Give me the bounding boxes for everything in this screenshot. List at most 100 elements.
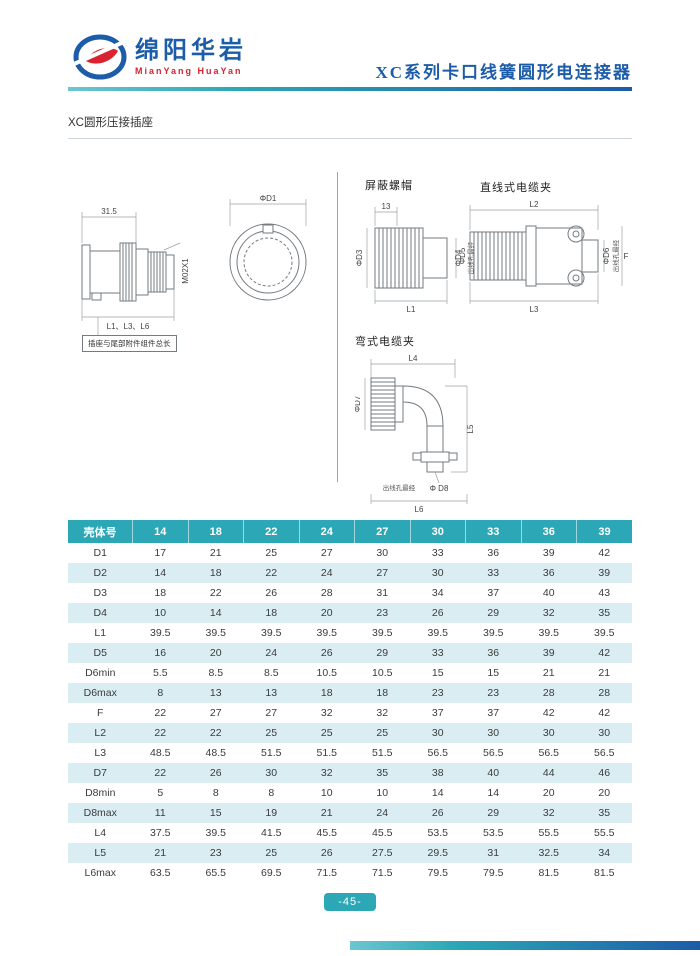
- dim-l3: L3: [530, 305, 539, 314]
- spec-cell: 32: [299, 763, 355, 783]
- spec-cell: 25: [354, 723, 410, 743]
- page-footer: -45-: [68, 892, 632, 911]
- spec-cell: 20: [299, 603, 355, 623]
- dim-d4: ΦD4: [454, 249, 463, 266]
- spec-cell: 30: [376, 547, 389, 559]
- spec-cell: 20: [188, 643, 244, 663]
- spec-cell: 33: [465, 563, 521, 583]
- dim-wire-hole-note: 出线孔最经: [383, 483, 416, 492]
- spec-cell: 38: [410, 763, 466, 783]
- spec-cell: 51.5: [261, 747, 282, 759]
- spec-cell: 33: [431, 547, 444, 559]
- spec-cell: 10.5: [316, 667, 337, 679]
- spec-cell: 18: [299, 683, 355, 703]
- spec-cell: 20: [542, 787, 555, 799]
- col-header-size: 14: [132, 520, 189, 543]
- spec-cell: 39.5: [205, 627, 226, 639]
- spec-cell: 21: [598, 667, 611, 679]
- spec-cell: 18: [188, 563, 244, 583]
- page-number-badge: -45-: [324, 893, 376, 911]
- figure-title-shield-nut: 屏蔽螺帽: [365, 180, 413, 192]
- dim-thread: M02X1: [181, 258, 190, 284]
- spec-cell: 30: [465, 723, 521, 743]
- spec-cell: 22: [188, 723, 244, 743]
- spec-cell: 10: [132, 603, 188, 623]
- figure-side-view: 31.5 M02X1 L1、L3、L6 插座与尾部附件组件总长: [74, 205, 274, 352]
- spec-cell: 48.5: [205, 747, 226, 759]
- spec-cell: 39.5: [205, 827, 226, 839]
- spec-cell: 39.5: [483, 627, 504, 639]
- row-label: D7: [68, 763, 133, 783]
- spec-cell: 37.5: [150, 827, 171, 839]
- spec-cell: 32: [521, 803, 577, 823]
- spec-cell: 56.5: [538, 747, 559, 759]
- dim-d3: ΦD3: [355, 249, 364, 266]
- spec-cell: 22: [154, 707, 167, 719]
- spec-cell: 30: [576, 723, 632, 743]
- spec-cell: 34: [576, 843, 632, 863]
- spec-cell: 8: [132, 683, 188, 703]
- bent-clamp-drawing: L4 ΦD7 L5 出线孔最经 Φ D8: [353, 354, 475, 514]
- row-label: L6max: [84, 867, 116, 879]
- spec-cell: 44: [521, 763, 577, 783]
- spec-cell: 23: [410, 683, 466, 703]
- figure-bent-clamp: L4 ΦD7 L5 出线孔最经 Φ D8: [353, 352, 495, 519]
- dim-l2: L2: [530, 200, 539, 209]
- spec-cell: 10: [320, 787, 333, 799]
- spec-cell: 36: [521, 563, 577, 583]
- dim-d5: ΦD5: [460, 247, 467, 264]
- spec-cell: 24: [299, 563, 355, 583]
- spec-cell: 27: [265, 707, 278, 719]
- spec-cell: 45.5: [316, 827, 337, 839]
- spec-cell: 30: [410, 723, 466, 743]
- figure-title-straight-clamp: 直线式电缆夹: [480, 182, 552, 194]
- dim-l4: L4: [409, 354, 418, 363]
- spec-cell: 40: [465, 763, 521, 783]
- spec-cell: 25: [243, 723, 299, 743]
- col-header-size: 18: [188, 520, 244, 543]
- spec-cell: 71.5: [316, 867, 337, 879]
- spec-cell: 55.5: [594, 827, 615, 839]
- spec-cell: 39.5: [372, 627, 393, 639]
- spec-cell: 29: [465, 603, 521, 623]
- spec-cell: 32: [320, 707, 333, 719]
- spec-cell: 11: [132, 803, 188, 823]
- spec-cell: 63.5: [150, 867, 171, 879]
- spec-cell: 14: [487, 787, 500, 799]
- dim-l5: L5: [466, 424, 475, 433]
- col-header-size: 36: [521, 520, 577, 543]
- spec-cell: 46: [576, 763, 632, 783]
- row-label: D3: [93, 587, 107, 599]
- col-header-size: 39: [576, 520, 632, 543]
- company-logo-icon: [73, 34, 127, 80]
- row-label: L3: [94, 747, 107, 759]
- spec-cell: 15: [188, 803, 244, 823]
- spec-cell: 28: [521, 683, 577, 703]
- spec-cell: 35: [576, 803, 632, 823]
- section-label: XC圆形压接插座: [68, 114, 632, 139]
- spec-cell: 37: [487, 587, 500, 599]
- spec-cell: 22: [243, 563, 299, 583]
- dim-total-length: L1、L3、L6: [107, 322, 150, 331]
- spec-cell: 8: [268, 787, 275, 799]
- spec-cell: 20: [598, 787, 611, 799]
- col-header-size: 22: [243, 520, 300, 543]
- row-label: L2: [68, 723, 133, 743]
- spec-cell: 48.5: [150, 747, 171, 759]
- brand-name-cn: 绵阳华岩: [135, 37, 247, 64]
- spec-cell: 32: [521, 603, 577, 623]
- company-logo-block: 绵阳华岩 MianYang HuaYan: [72, 32, 247, 82]
- spec-cell: 39.5: [261, 627, 282, 639]
- spec-cell: 56.5: [427, 747, 448, 759]
- dim-d7: ΦD7: [355, 395, 362, 412]
- spec-cell: 10.5: [372, 667, 393, 679]
- row-label: D1: [93, 547, 107, 559]
